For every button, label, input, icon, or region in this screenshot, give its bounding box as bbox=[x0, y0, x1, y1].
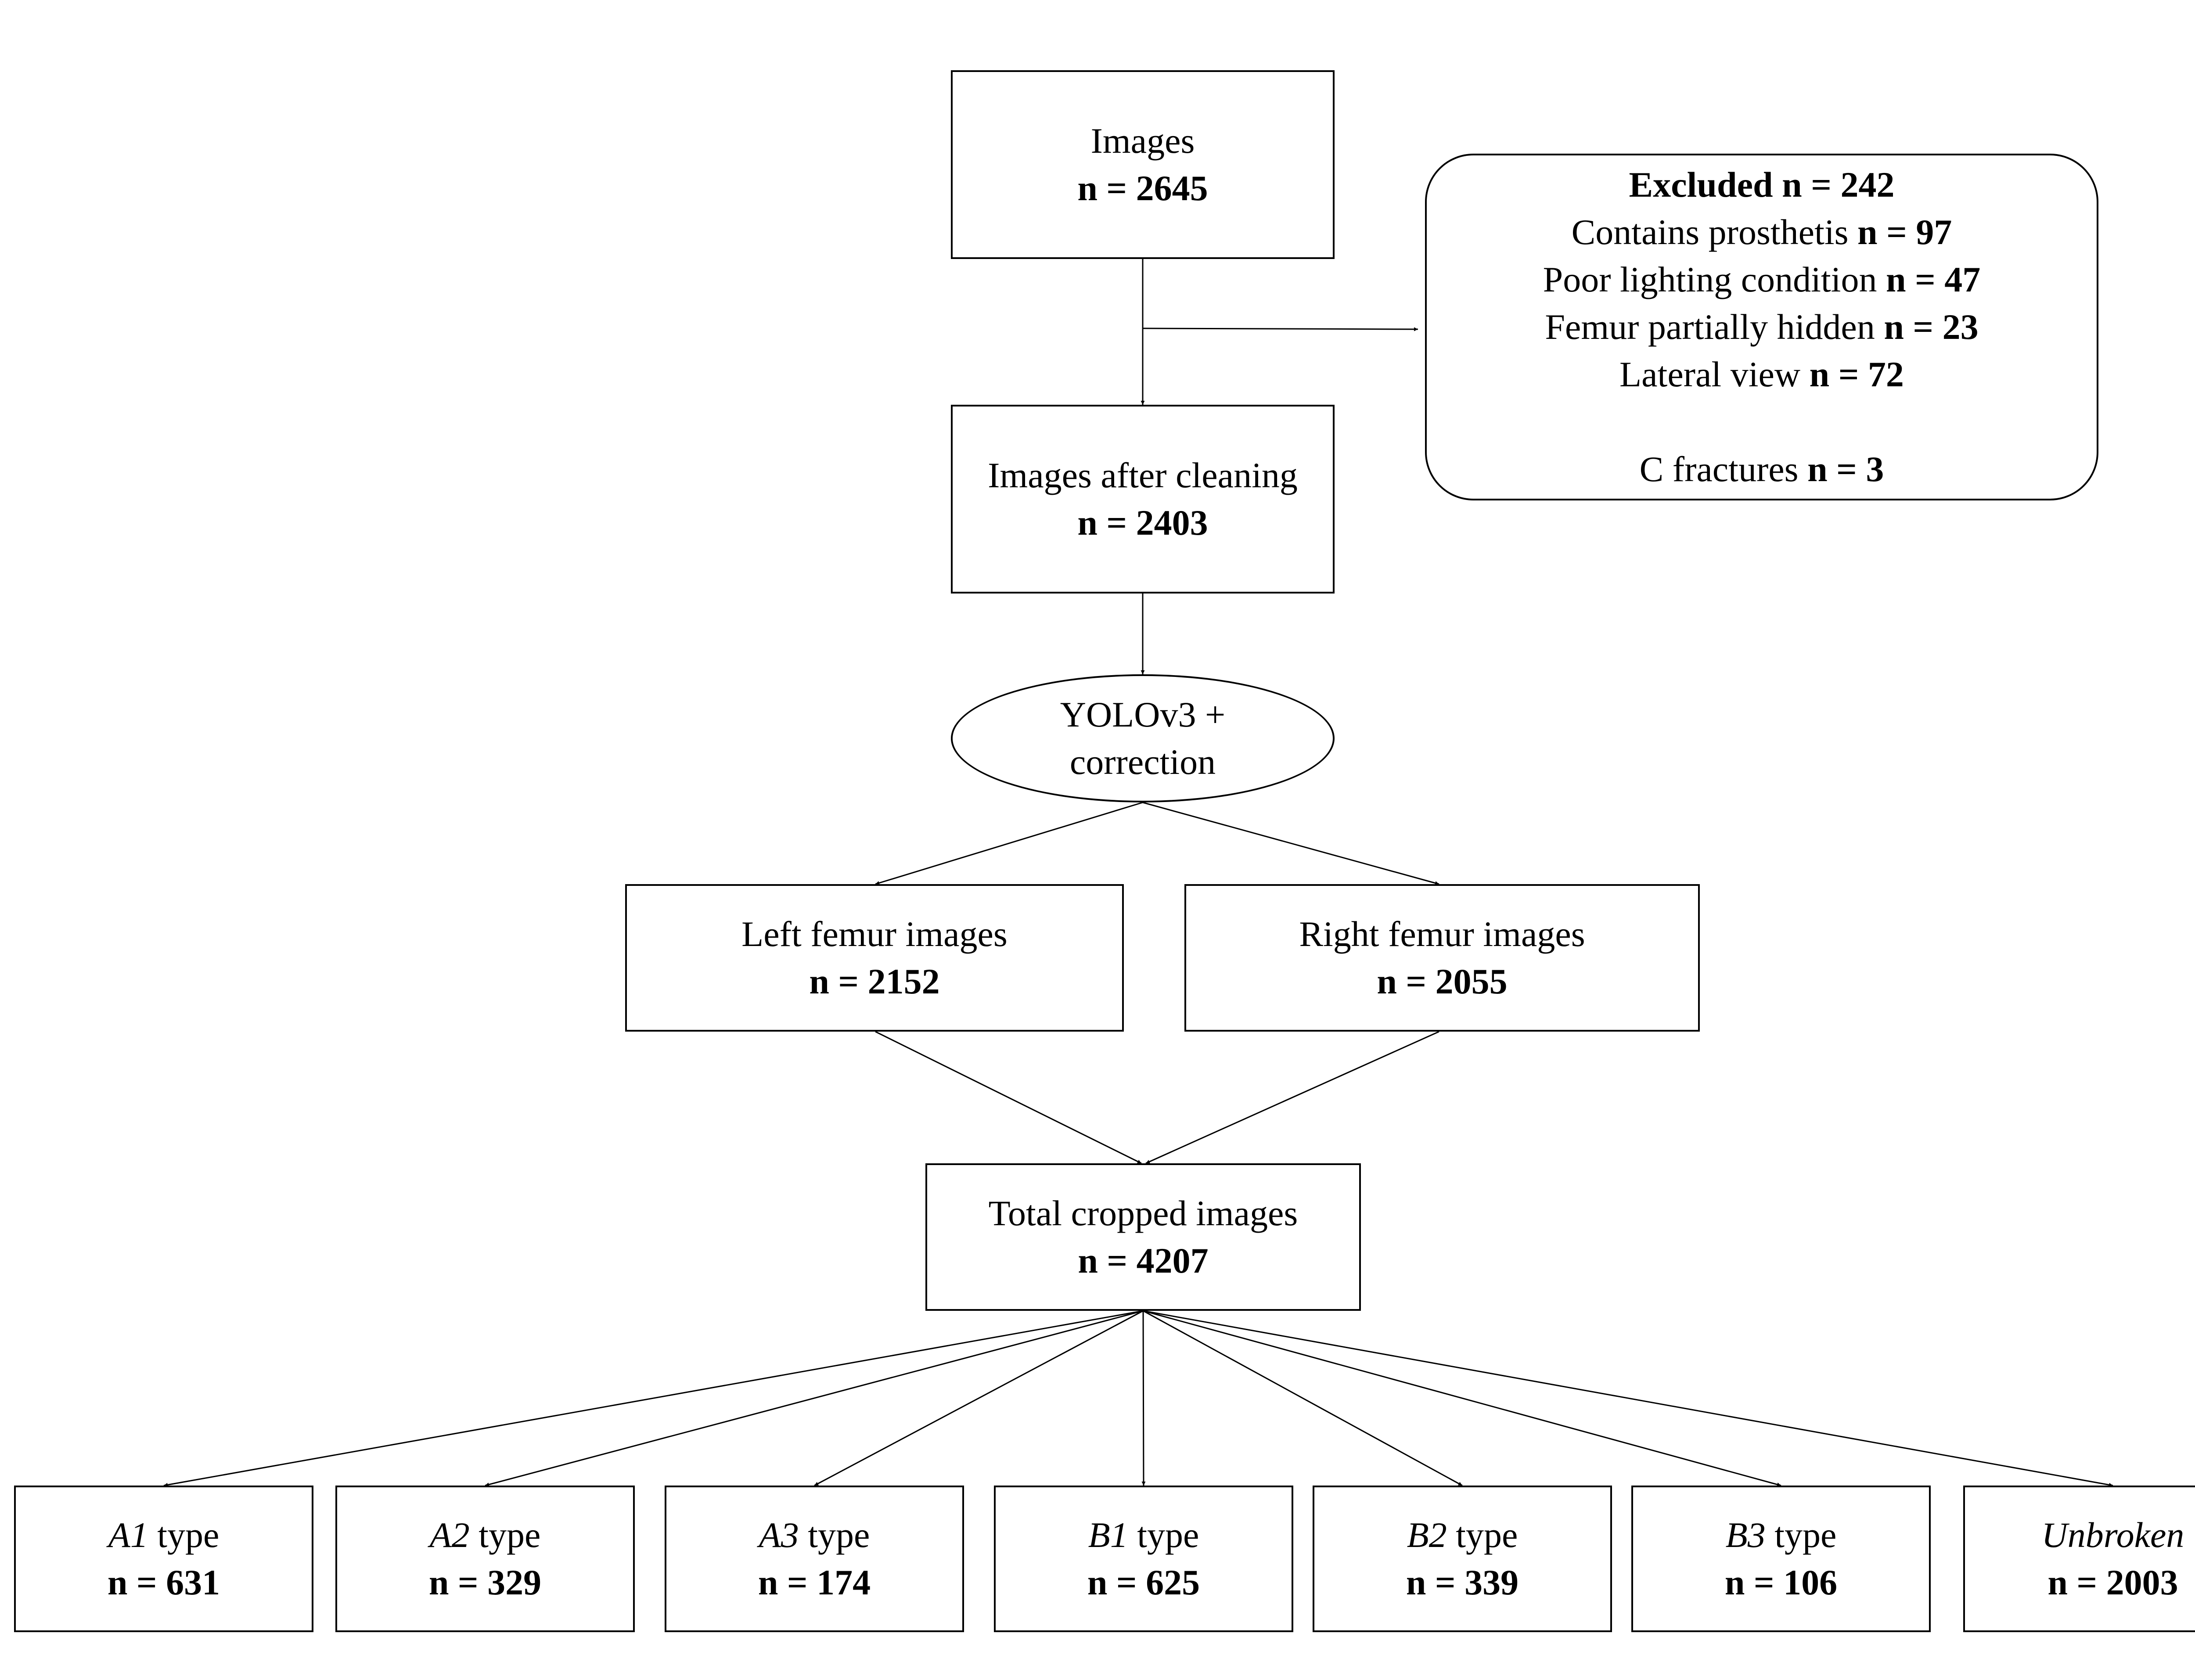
excluded-reason-hidden: Femur partially hidden n = 23 bbox=[1545, 307, 1979, 347]
total-box: Total cropped images n = 4207 bbox=[925, 1163, 1361, 1311]
excluded-box: Excluded n = 242 Contains prosthetis n =… bbox=[1425, 154, 2098, 500]
images-count: n = 2645 bbox=[1077, 168, 1208, 208]
edge-total-to-unbroken bbox=[1143, 1310, 2113, 1487]
edge-total-to-a2 bbox=[485, 1310, 1144, 1487]
class-box-a3: A3 type n = 174 bbox=[665, 1486, 964, 1632]
edge-detector-to-left bbox=[875, 802, 1143, 885]
images-label: Images bbox=[1090, 121, 1195, 161]
excluded-reason-c-fractures: C fractures n = 3 bbox=[1639, 449, 1884, 489]
class-suffix: type bbox=[479, 1515, 541, 1555]
class-box-a2: A2 type n = 329 bbox=[335, 1486, 635, 1632]
class-count: n = 625 bbox=[1087, 1562, 1200, 1602]
edge-branch-to-excluded bbox=[1142, 327, 1418, 331]
right-femur-count: n = 2055 bbox=[1377, 961, 1508, 1001]
cleaned-box: Images after cleaning n = 2403 bbox=[951, 405, 1335, 594]
excluded-title: Excluded n = 242 bbox=[1629, 165, 1895, 205]
edge-total-to-a1 bbox=[163, 1310, 1144, 1487]
class-suffix: type bbox=[157, 1515, 220, 1555]
class-suffix: type bbox=[1137, 1515, 1199, 1555]
detector-ellipse: YOLOv3 + correction bbox=[951, 674, 1335, 802]
left-femur-label: Left femur images bbox=[741, 914, 1008, 954]
class-name: A2 bbox=[429, 1515, 470, 1555]
excluded-reason-lighting: Poor lighting condition n = 47 bbox=[1543, 259, 1981, 299]
detector-line2: correction bbox=[1069, 742, 1216, 782]
class-box-a1: A1 type n = 631 bbox=[14, 1486, 313, 1632]
edge-total-to-b1 bbox=[1141, 1310, 1146, 1486]
class-box-b1: B1 type n = 625 bbox=[994, 1486, 1293, 1632]
class-name: Unbroken bbox=[2041, 1515, 2184, 1555]
class-name: A3 bbox=[759, 1515, 799, 1555]
edge-right-to-total bbox=[1145, 1031, 1439, 1164]
class-suffix: type bbox=[808, 1515, 870, 1555]
class-count: n = 329 bbox=[428, 1562, 542, 1602]
edge-total-to-b2 bbox=[1143, 1310, 1463, 1486]
class-name: B2 bbox=[1407, 1515, 1447, 1555]
right-femur-label: Right femur images bbox=[1299, 914, 1585, 954]
class-name: B1 bbox=[1088, 1515, 1128, 1555]
class-count: n = 2003 bbox=[2047, 1562, 2178, 1602]
class-box-b2: B2 type n = 339 bbox=[1313, 1486, 1612, 1632]
edge-total-to-a3 bbox=[814, 1310, 1144, 1486]
class-count: n = 106 bbox=[1724, 1562, 1838, 1602]
detector-line1: YOLOv3 + bbox=[1060, 694, 1226, 734]
class-suffix: type bbox=[1456, 1515, 1518, 1555]
left-femur-box: Left femur images n = 2152 bbox=[625, 884, 1124, 1032]
excluded-reason-lateral: Lateral view n = 72 bbox=[1619, 354, 1904, 394]
class-count: n = 174 bbox=[758, 1562, 871, 1602]
right-femur-box: Right femur images n = 2055 bbox=[1184, 884, 1700, 1032]
edge-left-to-total bbox=[875, 1031, 1142, 1164]
images-box: Images n = 2645 bbox=[951, 70, 1335, 259]
class-box-b3: B3 type n = 106 bbox=[1631, 1486, 1931, 1632]
class-name: A1 bbox=[108, 1515, 148, 1555]
excluded-reason-prosthetis: Contains prosthetis n = 97 bbox=[1571, 212, 1952, 252]
edge-total-to-b3 bbox=[1143, 1310, 1781, 1486]
cleaned-label: Images after cleaning bbox=[988, 455, 1298, 495]
class-count: n = 631 bbox=[107, 1562, 220, 1602]
class-name: B3 bbox=[1725, 1515, 1766, 1555]
class-count: n = 339 bbox=[1406, 1562, 1519, 1602]
class-suffix: type bbox=[1774, 1515, 1837, 1555]
total-count: n = 4207 bbox=[1078, 1241, 1209, 1281]
cleaned-count: n = 2403 bbox=[1077, 503, 1208, 543]
edge-detector-to-right bbox=[1142, 802, 1439, 885]
left-femur-count: n = 2152 bbox=[809, 961, 940, 1001]
total-label: Total cropped images bbox=[988, 1193, 1298, 1233]
class-box-unbroken: Unbroken n = 2003 bbox=[1963, 1486, 2195, 1632]
